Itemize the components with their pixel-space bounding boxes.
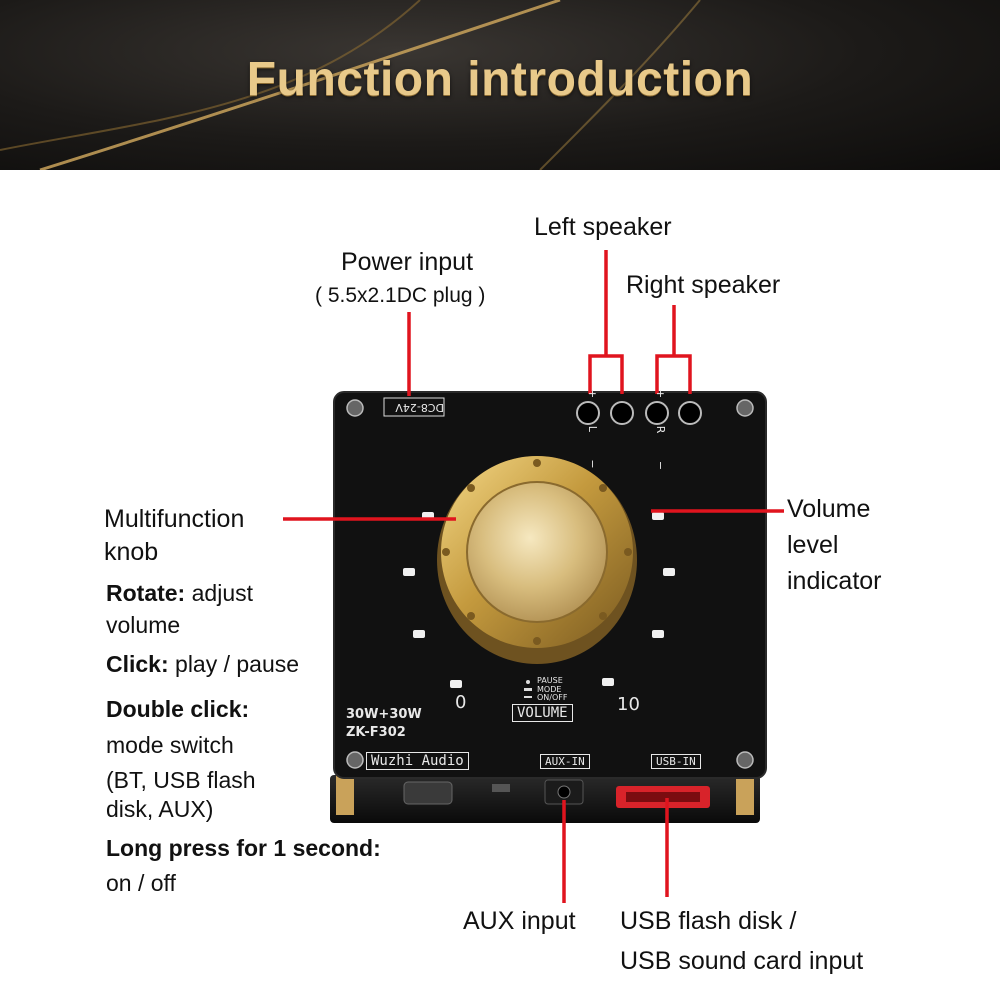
volume-indicator-label: Volume xyxy=(787,495,871,523)
left-speaker-label: Left speaker xyxy=(534,213,672,241)
dc-voltage-label: DC8-24V xyxy=(395,401,444,414)
instruction-rotate-desc: volume xyxy=(106,612,181,638)
callout-lines xyxy=(283,250,784,903)
model-number: ZK-F302 xyxy=(346,725,406,740)
volume-label: VOLUME xyxy=(512,704,573,722)
scale-min: 0 xyxy=(455,692,467,713)
instruction-long-press-desc: on / off xyxy=(106,870,176,896)
header-banner: Function introduction xyxy=(0,0,1000,170)
right-speaker-label: Right speaker xyxy=(626,271,781,299)
page-title: Function introduction xyxy=(246,53,754,106)
legend-pause: PAUSE xyxy=(537,676,563,685)
board-base xyxy=(330,775,760,823)
multifunction-knob-label-2: knob xyxy=(104,538,159,566)
instruction-click: Click: play / pause xyxy=(106,651,300,677)
left-terminal-marks: + L − xyxy=(586,389,599,481)
instruction-long-press: Long press for 1 second: xyxy=(106,835,381,861)
instruction-double-click-desc-2: (BT, USB flash xyxy=(106,767,256,793)
volume-led-ring xyxy=(403,512,675,688)
power-input-label: Power input xyxy=(341,248,474,276)
brand-label: Wuzhi Audio xyxy=(366,752,469,770)
screw-icon xyxy=(346,399,754,769)
power-rating: 30W+30W xyxy=(346,707,422,722)
multifunction-knob[interactable] xyxy=(437,456,637,664)
volume-indicator-label-3: indicator xyxy=(787,567,882,595)
banner-decoration xyxy=(0,0,885,170)
scale-max: 10 xyxy=(617,694,640,715)
usb-port-label: USB-IN xyxy=(651,754,701,769)
legend-mode: MODE xyxy=(537,685,562,694)
aux-input-label: AUX input xyxy=(463,907,576,935)
power-input-detail: ( 5.5x2.1DC plug ) xyxy=(315,284,486,307)
usb-input-label: USB flash disk / xyxy=(620,907,797,935)
multifunction-knob-label: Multifunction xyxy=(104,505,245,533)
legend-onoff: ON/OFF xyxy=(537,693,568,702)
dc-label-box xyxy=(383,397,445,417)
aux-port-label: AUX-IN xyxy=(540,754,590,769)
instruction-double-click-desc: mode switch xyxy=(106,732,234,758)
instruction-rotate: Rotate: adjust xyxy=(106,580,253,606)
right-terminal-marks: + R − xyxy=(654,389,667,483)
speaker-terminals xyxy=(576,401,702,425)
instruction-double-click: Double click: xyxy=(106,696,250,722)
instruction-double-click-desc-3: disk, AUX) xyxy=(106,796,214,822)
legend-markers xyxy=(524,680,532,698)
volume-indicator-label-2: level xyxy=(787,531,839,559)
usb-input-label-2: USB sound card input xyxy=(620,947,864,975)
